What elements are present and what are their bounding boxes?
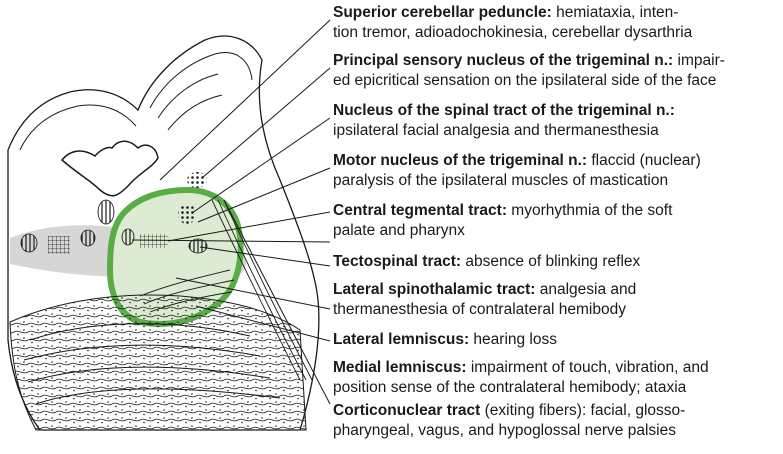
- label-medial-lemniscus: Medial lemniscus: impairment of touch, v…: [333, 358, 781, 398]
- cerebellar-folia: [150, 53, 252, 130]
- label-desc: hearing loss: [469, 331, 557, 348]
- motor-trigeminal-nucleus: [98, 200, 114, 224]
- label-title: Corticonuclear tract: [333, 402, 480, 419]
- label-desc: analgesia and: [535, 281, 636, 298]
- label-title: Lateral spinothalamic tract:: [333, 281, 535, 298]
- label-desc-continued: palate and pharynx: [333, 222, 465, 239]
- label-desc-continued: tion tremor, adioadochokinesia, cerebell…: [333, 24, 692, 41]
- label-desc: impair-: [673, 52, 725, 69]
- label-motor-trigeminal-nucleus: Motor nucleus of the trigeminal n.: flac…: [333, 151, 781, 191]
- label-title: Lateral lemniscus:: [333, 331, 469, 348]
- medial-grid-patch: [48, 236, 70, 254]
- label-desc: impairment of touch, vibration, and: [467, 359, 709, 376]
- label-title: Motor nucleus of the trigeminal n.:: [333, 152, 587, 169]
- label-desc-continued: thermanesthesia of contralateral hemibod…: [333, 301, 626, 318]
- central-tegmental-grid: [140, 234, 168, 248]
- label-desc-continued: paralysis of the ipsilateral muscles of …: [333, 172, 668, 189]
- fourth-ventricle: [62, 141, 158, 196]
- spinal-trigeminal-nucleus: [178, 204, 196, 224]
- label-principal-sensory-nucleus: Principal sensory nucleus of the trigemi…: [333, 51, 781, 91]
- label-lateral-spinothalamic-tract: Lateral spinothalamic tract: analgesia a…: [333, 280, 781, 320]
- label-desc-continued: position sense of the contralateral hemi…: [333, 379, 686, 396]
- label-central-tegmental-tract: Central tegmental tract: myorhythmia of …: [333, 201, 781, 241]
- label-title: Central tegmental tract:: [333, 202, 507, 219]
- principal-sensory-nucleus: [187, 172, 207, 188]
- tectospinal-oval-left: [81, 230, 95, 246]
- label-title: Medial lemniscus:: [333, 359, 467, 376]
- label-corticonuclear-tract: Corticonuclear tract (exiting fibers): f…: [333, 401, 781, 441]
- label-lateral-lemniscus: Lateral lemniscus: hearing loss: [333, 330, 781, 350]
- label-desc-continued: ed epicritical sensation on the ipsilate…: [333, 72, 716, 89]
- medial-longitudinal-oval: [21, 234, 37, 252]
- label-desc-continued: ipsilateral facial analgesia and therman…: [333, 122, 659, 139]
- label-title: Principal sensory nucleus of the trigemi…: [333, 52, 673, 69]
- label-desc: absence of blinking reflex: [461, 253, 640, 270]
- label-title: Nucleus of the spinal tract of the trige…: [333, 102, 675, 119]
- label-title: Superior cerebellar peduncle:: [333, 4, 552, 21]
- label-tectospinal-tract: Tectospinal tract: absence of blinking r…: [333, 252, 781, 272]
- label-desc: hemiataxia, inten-: [552, 4, 679, 21]
- label-title: Tectospinal tract:: [333, 253, 461, 270]
- label-desc: myorhythmia of the soft: [507, 202, 672, 219]
- label-desc-continued: pharyngeal, vagus, and hypoglossal nerve…: [333, 422, 676, 439]
- label-desc: (exiting fibers): facial, glosso-: [480, 402, 685, 419]
- pontine-fibers: [10, 295, 306, 430]
- label-desc: flaccid (nuclear): [587, 152, 701, 169]
- tectospinal-oval-right: [122, 229, 134, 245]
- label-spinal-trigeminal-nucleus: Nucleus of the spinal tract of the trige…: [333, 101, 781, 141]
- label-superior-cerebellar-peduncle: Superior cerebellar peduncle: hemiataxia…: [333, 3, 781, 43]
